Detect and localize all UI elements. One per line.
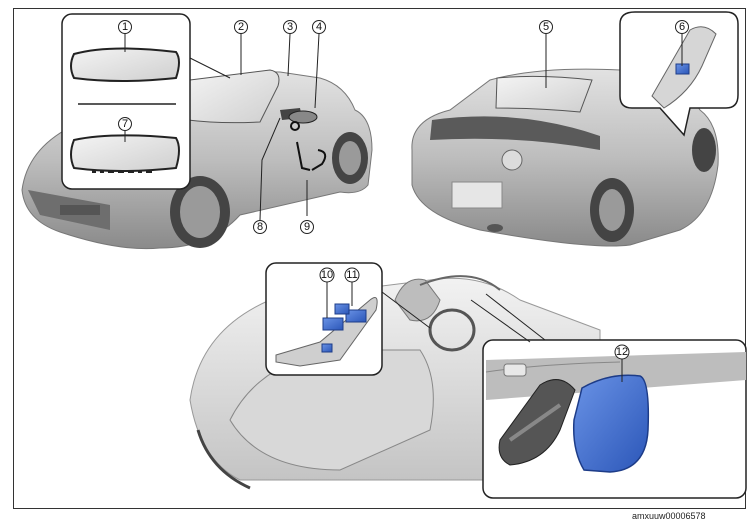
- callout-2: 2: [234, 20, 248, 34]
- front-car-illustration: [21, 69, 373, 250]
- svg-text:4: 4: [316, 21, 322, 33]
- rear-switch-inset: [619, 11, 739, 137]
- svg-text:5: 5: [543, 21, 549, 33]
- callout-11: 11: [344, 267, 360, 283]
- callout-1: 1: [118, 20, 132, 34]
- roof-switch-inset: [482, 339, 747, 499]
- rear-car-illustration: [411, 68, 719, 247]
- svg-text:7: 7: [122, 118, 128, 130]
- callout-10: 10: [319, 267, 335, 283]
- callout-12: 12: [614, 344, 630, 360]
- callout-5: 5: [539, 20, 553, 34]
- svg-text:12: 12: [616, 346, 628, 358]
- svg-text:9: 9: [304, 221, 310, 233]
- window-switch-inset: [265, 262, 383, 376]
- callout-6: 6: [675, 20, 689, 34]
- sensor-wiring: [290, 121, 327, 171]
- svg-text:8: 8: [257, 221, 263, 233]
- callout-9: 9: [300, 220, 314, 234]
- front-leader-lines: [124, 33, 320, 221]
- svg-text:10: 10: [321, 269, 333, 281]
- interior-leader-lines: [326, 282, 623, 382]
- callout-4: 4: [312, 20, 326, 34]
- callout-8: 8: [253, 220, 267, 234]
- svg-text:2: 2: [238, 21, 244, 33]
- svg-text:3: 3: [287, 21, 293, 33]
- callout-3: 3: [283, 20, 297, 34]
- callout-7: 7: [118, 117, 132, 131]
- rearview-mirror-inset: [61, 13, 191, 190]
- svg-text:6: 6: [679, 21, 685, 33]
- image-code-label: amxuuw00006578: [632, 511, 706, 521]
- svg-text:1: 1: [122, 21, 128, 33]
- svg-text:11: 11: [346, 269, 357, 281]
- rear-leader-lines: [545, 34, 683, 88]
